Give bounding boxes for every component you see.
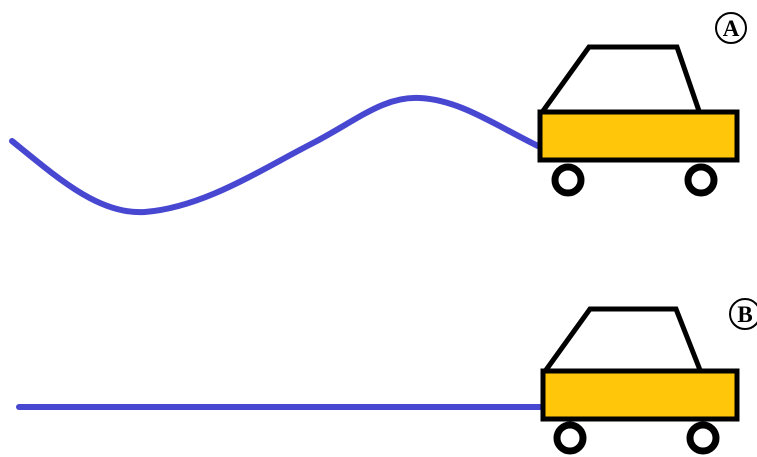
car-a [540,47,737,193]
panel-b: B [19,299,757,451]
label-b: B [737,302,752,327]
label-b-badge: B [730,299,757,329]
label-a-badge: A [716,13,746,43]
car-wheel-right [690,425,716,451]
car-wheel-right [688,167,714,193]
car-body [540,112,737,160]
wavy-path-line [12,98,538,212]
car-cabin [543,47,699,111]
car-b [543,309,737,451]
car-body [543,371,737,419]
car-wheel-left [557,425,583,451]
label-a: A [723,16,740,41]
car-wheel-left [555,167,581,193]
car-cabin [546,309,700,370]
panel-a: A [12,13,746,212]
